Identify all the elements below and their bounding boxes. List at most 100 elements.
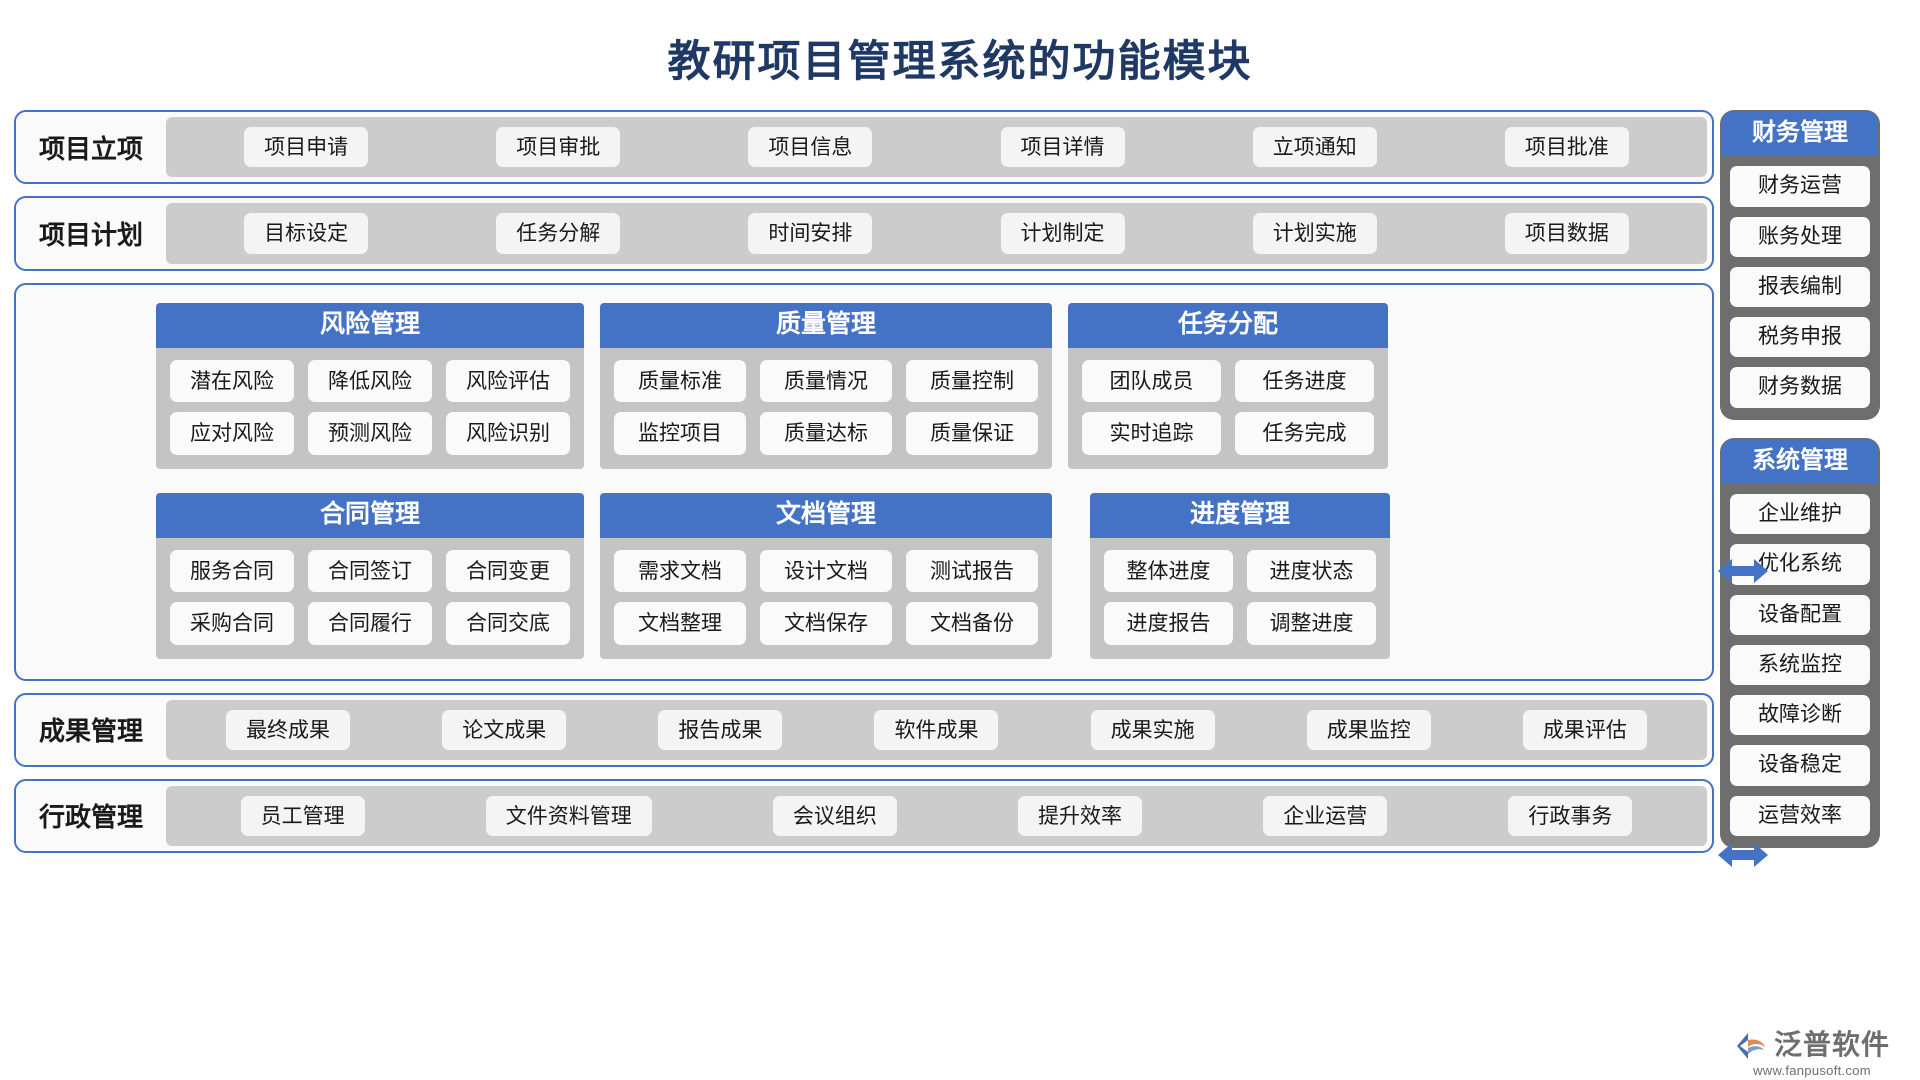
sidebar-item-finance-1[interactable]: 账务处理 [1730,216,1870,257]
pill-administration-2[interactable]: 会议组织 [772,795,897,836]
module-title-quality: 质量管理 [600,302,1052,348]
cell-task-1[interactable]: 任务进度 [1235,360,1374,403]
pill-achievement-6[interactable]: 成果评估 [1522,709,1647,750]
pill-administration-1[interactable]: 文件资料管理 [485,795,652,836]
cell-contract-4[interactable]: 合同履行 [308,602,432,645]
cell-document-2[interactable]: 测试报告 [906,550,1038,593]
pill-plan-5[interactable]: 项目数据 [1504,213,1629,254]
module-body-task: 团队成员 任务进度 实时追踪 任务完成 [1068,348,1388,469]
cell-risk-1[interactable]: 降低风险 [308,360,432,403]
cell-progress-1[interactable]: 进度状态 [1247,550,1376,593]
sidebar-finance-management: 财务管理 财务运营 账务处理 报表编制 税务申报 财务数据 [1720,110,1880,420]
cell-quality-0[interactable]: 质量标准 [614,360,746,403]
cell-quality-2[interactable]: 质量控制 [906,360,1038,403]
cell-task-2[interactable]: 实时追踪 [1082,412,1221,455]
band-strip-achievement: 最终成果 论文成果 报告成果 软件成果 成果实施 成果监控 成果评估 [166,699,1707,760]
sidebar-title-system: 系统管理 [1722,439,1878,485]
cell-document-0[interactable]: 需求文档 [614,550,746,593]
double-arrow-icon-system [1718,843,1768,867]
cell-risk-5[interactable]: 风险识别 [446,412,570,455]
module-body-risk: 潜在风险 降低风险 风险评估 应对风险 预测风险 风险识别 [156,348,584,469]
pill-administration-3[interactable]: 提升效率 [1018,795,1143,836]
pill-plan-1[interactable]: 任务分解 [496,213,621,254]
module-task-allocation: 任务分配 团队成员 任务进度 实时追踪 任务完成 [1068,302,1388,469]
sidebar-column: 财务管理 财务运营 账务处理 报表编制 税务申报 财务数据 系统管理 企业维护 … [1720,110,1912,866]
cell-progress-0[interactable]: 整体进度 [1104,550,1233,593]
pill-achievement-4[interactable]: 成果实施 [1090,709,1215,750]
pill-initiation-2[interactable]: 项目信息 [748,127,873,168]
pill-plan-2[interactable]: 时间安排 [748,213,873,254]
diagram-stage: 项目立项 项目申请 项目审批 项目信息 项目详情 立项通知 项目批准 项目计划 … [0,110,1920,1080]
cell-document-3[interactable]: 文档整理 [614,602,746,645]
module-quality-management: 质量管理 质量标准 质量情况 质量控制 监控项目 质量达标 质量保证 [600,302,1052,469]
module-body-contract: 服务合同 合同签订 合同变更 采购合同 合同履行 合同交底 [156,538,584,659]
module-body-document: 需求文档 设计文档 测试报告 文档整理 文档保存 文档备份 [600,538,1052,659]
pill-achievement-0[interactable]: 最终成果 [226,709,351,750]
sidebar-item-system-0[interactable]: 企业维护 [1730,494,1870,535]
pill-administration-4[interactable]: 企业运营 [1263,795,1388,836]
sidebar-item-system-1[interactable]: 优化系统 [1730,544,1870,585]
cell-risk-4[interactable]: 预测风险 [308,412,432,455]
cell-quality-4[interactable]: 质量达标 [760,412,892,455]
cell-task-3[interactable]: 任务完成 [1235,412,1374,455]
cell-quality-1[interactable]: 质量情况 [760,360,892,403]
sidebar-item-finance-0[interactable]: 财务运营 [1730,166,1870,207]
logo-mark-row: 泛普软件 [1734,1031,1890,1061]
cell-contract-1[interactable]: 合同签订 [308,550,432,593]
cell-risk-0[interactable]: 潜在风险 [170,360,294,403]
cell-quality-3[interactable]: 监控项目 [614,412,746,455]
pill-initiation-3[interactable]: 项目详情 [1000,127,1125,168]
module-body-progress: 整体进度 进度状态 进度报告 调整进度 [1090,538,1390,659]
pill-achievement-1[interactable]: 论文成果 [442,709,567,750]
band-strip-initiation: 项目申请 项目审批 项目信息 项目详情 立项通知 项目批准 [166,117,1707,178]
pill-initiation-5[interactable]: 项目批准 [1504,127,1629,168]
cell-document-1[interactable]: 设计文档 [760,550,892,593]
sidebar-item-system-5[interactable]: 设备稳定 [1730,745,1870,786]
pill-initiation-4[interactable]: 立项通知 [1252,127,1377,168]
band-label-initiation: 项目立项 [16,117,166,178]
cell-contract-2[interactable]: 合同变更 [446,550,570,593]
core-row-bottom: 合同管理 服务合同 合同签订 合同变更 采购合同 合同履行 合同交底 文档管理 … [38,492,1690,659]
pill-achievement-3[interactable]: 软件成果 [874,709,999,750]
pill-plan-3[interactable]: 计划制定 [1000,213,1125,254]
cell-risk-2[interactable]: 风险评估 [446,360,570,403]
pill-administration-5[interactable]: 行政事务 [1508,795,1633,836]
cell-progress-2[interactable]: 进度报告 [1104,602,1233,645]
module-title-task: 任务分配 [1068,302,1388,348]
fanpu-logo-icon [1736,1033,1765,1059]
module-risk-management: 风险管理 潜在风险 降低风险 风险评估 应对风险 预测风险 风险识别 [156,302,584,469]
logo-url: www.fanpusoft.com [1753,1063,1871,1078]
cell-risk-3[interactable]: 应对风险 [170,412,294,455]
sidebar-item-system-6[interactable]: 运营效率 [1730,795,1870,836]
cell-document-5[interactable]: 文档备份 [906,602,1038,645]
module-document-management: 文档管理 需求文档 设计文档 测试报告 文档整理 文档保存 文档备份 [600,492,1052,659]
cell-progress-3[interactable]: 调整进度 [1247,602,1376,645]
sidebar-title-finance: 财务管理 [1722,112,1878,157]
module-title-contract: 合同管理 [156,492,584,538]
brand-logo: 泛普软件 www.fanpusoft.com [1714,1022,1910,1078]
pill-achievement-5[interactable]: 成果监控 [1306,709,1431,750]
band-strip-administration: 员工管理 文件资料管理 会议组织 提升效率 企业运营 行政事务 [166,785,1707,846]
module-progress-management: 进度管理 整体进度 进度状态 进度报告 调整进度 [1090,492,1390,659]
pill-achievement-2[interactable]: 报告成果 [658,709,783,750]
pill-plan-4[interactable]: 计划实施 [1252,213,1377,254]
sidebar-item-system-4[interactable]: 故障诊断 [1730,695,1870,736]
module-body-quality: 质量标准 质量情况 质量控制 监控项目 质量达标 质量保证 [600,348,1052,469]
cell-contract-0[interactable]: 服务合同 [170,550,294,593]
pill-initiation-0[interactable]: 项目申请 [244,127,369,168]
pill-administration-0[interactable]: 员工管理 [240,795,365,836]
sidebar-item-finance-4[interactable]: 财务数据 [1730,367,1870,408]
sidebar-item-system-3[interactable]: 系统监控 [1730,644,1870,686]
cell-task-0[interactable]: 团队成员 [1082,360,1221,403]
cell-document-4[interactable]: 文档保存 [760,602,892,645]
cell-contract-5[interactable]: 合同交底 [446,602,570,645]
band-project-plan: 项目计划 目标设定 任务分解 时间安排 计划制定 计划实施 项目数据 [14,196,1714,271]
sidebar-item-finance-2[interactable]: 报表编制 [1730,266,1870,308]
cell-contract-3[interactable]: 采购合同 [170,602,294,645]
cell-quality-5[interactable]: 质量保证 [906,412,1038,455]
pill-initiation-1[interactable]: 项目审批 [496,127,621,168]
pill-plan-0[interactable]: 目标设定 [244,213,369,254]
module-title-risk: 风险管理 [156,302,584,348]
sidebar-item-system-2[interactable]: 设备配置 [1730,594,1870,635]
sidebar-item-finance-3[interactable]: 税务申报 [1730,317,1870,358]
